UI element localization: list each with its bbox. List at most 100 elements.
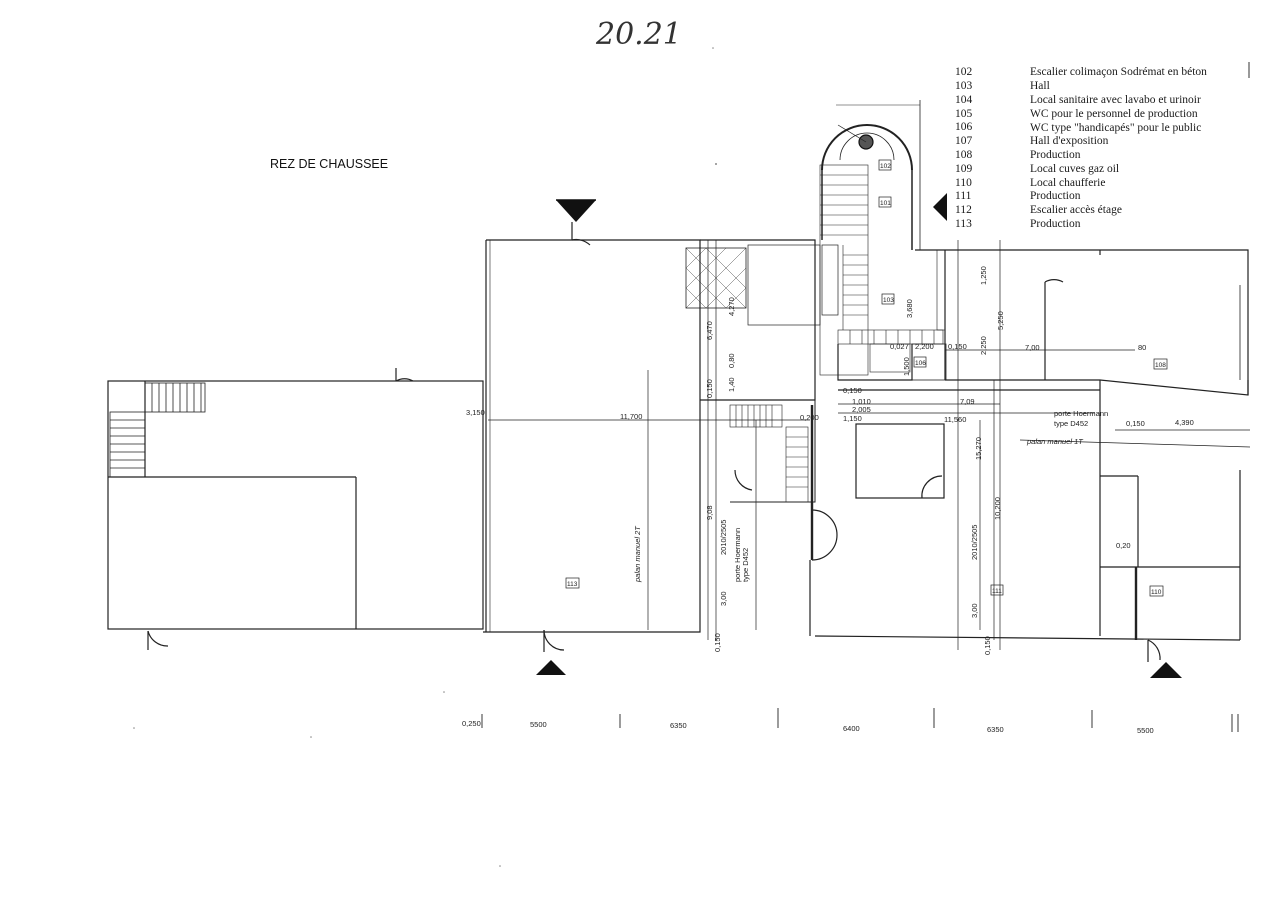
dim-label: 1,150 bbox=[843, 414, 862, 423]
left-annex-outline bbox=[107, 380, 484, 630]
palan-note: palan manuel 1T bbox=[1026, 437, 1084, 446]
room-tag: 106 bbox=[915, 360, 926, 367]
dim-label: 2,005 bbox=[852, 405, 871, 414]
center-stairs bbox=[729, 404, 809, 503]
palan-note: palan manuel 2T bbox=[633, 525, 642, 583]
scan-specks bbox=[133, 47, 717, 867]
legend-label: Production bbox=[1030, 190, 1081, 202]
dim-label: 3,00 bbox=[719, 591, 728, 606]
dim-label: 4,270 bbox=[727, 297, 736, 316]
dim-label: 1,250 bbox=[979, 266, 988, 285]
legend-label: Escalier colimaçon Sodrémat en béton bbox=[1030, 66, 1207, 78]
section-markers bbox=[536, 193, 1182, 678]
dim-label: 0,150 bbox=[1126, 419, 1145, 428]
dim-label: 0,150 bbox=[843, 386, 862, 395]
dim-label: 2010/2505 bbox=[970, 525, 979, 560]
room-tag: 103 bbox=[883, 297, 894, 304]
dim-label: 1,40 bbox=[727, 377, 736, 392]
legend-number: 109 bbox=[955, 163, 973, 175]
palan-notes: palan manuel 2T palan manuel 1T bbox=[633, 437, 1084, 583]
door-note: porte Hoermann bbox=[733, 528, 742, 582]
legend-item: 110 Local chaufferie bbox=[955, 177, 1105, 189]
legend-item: 102 Escalier colimaçon Sodrémat en béton bbox=[955, 66, 1207, 78]
room-tag: 108 bbox=[1155, 362, 1166, 369]
legend-number: 105 bbox=[955, 108, 973, 120]
annex-stairs bbox=[109, 382, 206, 478]
section-arrow-top bbox=[556, 200, 596, 222]
legend-label: Production bbox=[1030, 218, 1081, 230]
dim-label: 5,250 bbox=[996, 311, 1005, 330]
room-tag: 110 bbox=[1151, 589, 1162, 596]
dim-label: 2,200 bbox=[915, 342, 934, 351]
dim-label: 7,00 bbox=[1025, 343, 1040, 352]
dim-label: 6350 bbox=[670, 721, 687, 730]
legend-number: 110 bbox=[955, 177, 972, 189]
dim-label: 11,560 bbox=[944, 415, 966, 424]
dim-label: 6,470 bbox=[705, 321, 714, 340]
dim-label: 0,20 bbox=[1116, 541, 1131, 550]
legend-number: 113 bbox=[955, 218, 972, 230]
dim-label: 0,150 bbox=[983, 636, 992, 655]
door-note: type D452 bbox=[1054, 419, 1088, 428]
legend-number: 108 bbox=[955, 149, 973, 161]
dim-label: 3,150 bbox=[466, 408, 485, 417]
room-tag: 113 bbox=[567, 581, 578, 588]
handwritten-note: 20.21 bbox=[595, 17, 682, 52]
room-tag-boxes bbox=[565, 159, 1168, 597]
dim-label: 5500 bbox=[1137, 726, 1154, 735]
dim-label: 1,500 bbox=[902, 357, 911, 376]
legend-number: 106 bbox=[955, 121, 973, 133]
room-legend: 102 Escalier colimaçon Sodrémat en béton… bbox=[955, 66, 1207, 230]
legend-item: 109 Local cuves gaz oil bbox=[955, 163, 1119, 175]
dim-label: 3,680 bbox=[905, 299, 914, 318]
legend-item: 107 Hall d'exposition bbox=[955, 135, 1109, 147]
legend-number: 103 bbox=[955, 80, 973, 92]
section-arrow-right bbox=[933, 193, 947, 221]
dim-label: 9,08 bbox=[705, 505, 714, 520]
dimension-labels: 11,700 11,560 7,00 7,09 4,390 0,150 0,15… bbox=[466, 266, 1194, 655]
door-note: type D452 bbox=[741, 548, 750, 582]
dim-label: 4,390 bbox=[1175, 418, 1194, 427]
legend-label: Local chaufferie bbox=[1030, 177, 1105, 189]
dim-label: 11,700 bbox=[620, 412, 642, 421]
room-tag: 101 bbox=[880, 200, 891, 207]
dim-label: 6350 bbox=[987, 725, 1004, 734]
dim-label: 0,200 bbox=[800, 413, 819, 422]
door-note: porte Hoermann bbox=[1054, 409, 1108, 418]
legend-label: Escalier accès étage bbox=[1030, 204, 1122, 216]
legend-label: Hall d'exposition bbox=[1030, 135, 1109, 147]
room-tag: 111 bbox=[992, 588, 1002, 595]
legend-label: WC type "handicapés" pour le public bbox=[1030, 122, 1201, 134]
legend-item: 103 Hall bbox=[955, 80, 1050, 92]
legend-label: Hall bbox=[1030, 80, 1050, 92]
dim-label: 2,250 bbox=[979, 336, 988, 355]
legend-label: WC pour le personnel de production bbox=[1030, 108, 1198, 120]
dim-label: 5500 bbox=[530, 720, 547, 729]
legend-item: 113 Production bbox=[955, 218, 1081, 230]
legend-number: 112 bbox=[955, 204, 972, 216]
floor-title: REZ DE CHAUSSEE bbox=[270, 157, 388, 171]
dim-label: 3,00 bbox=[970, 603, 979, 618]
bottom-axis-labels: 0,250 5500 6350 6400 6350 5500 bbox=[462, 719, 1154, 735]
dim-label: 7,09 bbox=[960, 397, 975, 406]
dim-label: 0,150 bbox=[713, 633, 722, 652]
dim-label: 0,80 bbox=[727, 353, 736, 368]
legend-number: 102 bbox=[955, 66, 973, 78]
legend-label: Production bbox=[1030, 149, 1081, 161]
section-arrow-bottom-right bbox=[1150, 662, 1182, 678]
dim-label: 80 bbox=[1138, 343, 1146, 352]
door-notes: porte Hoermann type D452 porte Hoermann … bbox=[733, 409, 1108, 582]
legend-item: 105 WC pour le personnel de production bbox=[955, 108, 1198, 120]
dim-label: 1,010 bbox=[852, 397, 871, 406]
legend-item: 112 Escalier accès étage bbox=[955, 204, 1122, 216]
legend-number: 104 bbox=[955, 94, 973, 106]
dim-label: 6400 bbox=[843, 724, 860, 733]
legend-item: 104 Local sanitaire avec lavabo et urino… bbox=[955, 94, 1201, 106]
dim-label: 10,200 bbox=[993, 497, 1002, 520]
dim-label: 0,150 bbox=[948, 342, 967, 351]
dim-label: 0,027 bbox=[890, 342, 909, 351]
dim-label: 2010/2505 bbox=[719, 520, 728, 555]
legend-item: 111 Production bbox=[955, 190, 1081, 202]
dimension-lines bbox=[488, 240, 1251, 650]
